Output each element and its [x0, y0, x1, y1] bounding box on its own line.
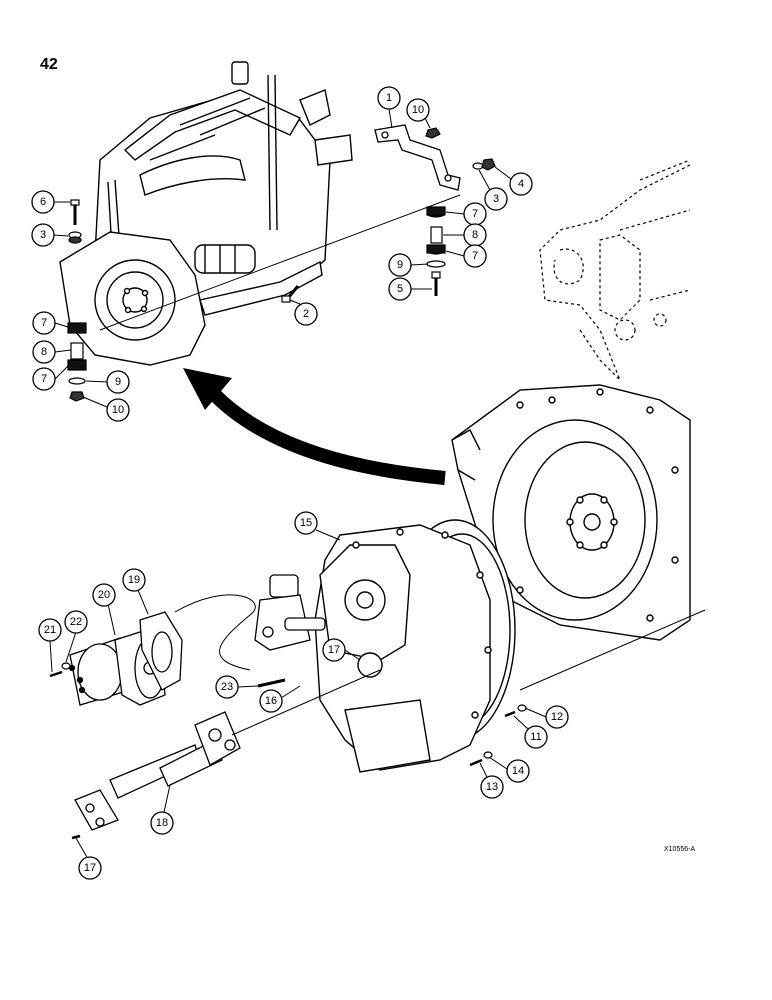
flywheel-housing — [451, 384, 691, 641]
callout-13: 13 — [479, 762, 504, 799]
callout-8: 8 — [32, 340, 72, 364]
callout-9: 9 — [85, 370, 130, 394]
svg-text:16: 16 — [265, 695, 277, 707]
callout-10: 10 — [82, 396, 130, 422]
svg-text:17: 17 — [328, 644, 340, 656]
svg-text:9: 9 — [115, 376, 121, 388]
drive-shaft — [74, 711, 241, 831]
callout-23: 23 — [215, 675, 259, 699]
callout-7: 7 — [32, 311, 69, 335]
svg-text:15: 15 — [300, 517, 312, 529]
callout-20: 20 — [92, 583, 116, 636]
svg-text:10: 10 — [112, 404, 124, 416]
svg-text:21: 21 — [44, 624, 56, 636]
callout-10: 10 — [406, 98, 431, 129]
svg-text:7: 7 — [472, 208, 478, 220]
callout-5: 5 — [388, 277, 432, 301]
svg-text:4: 4 — [518, 178, 524, 190]
svg-text:6: 6 — [40, 196, 46, 208]
svg-text:12: 12 — [551, 711, 563, 723]
figure-reference: X10556-A — [664, 846, 696, 853]
callout-22: 22 — [64, 610, 88, 663]
callout-2: 2 — [289, 299, 318, 326]
svg-text:7: 7 — [41, 317, 47, 329]
callout-21: 21 — [38, 618, 62, 673]
background-engine-outline — [539, 159, 691, 381]
svg-text:20: 20 — [98, 589, 110, 601]
callout-11: 11 — [513, 715, 548, 749]
callout-17: 17 — [322, 638, 361, 662]
alignment-line — [99, 194, 461, 331]
svg-text:2: 2 — [303, 308, 309, 320]
svg-text:8: 8 — [41, 346, 47, 358]
callout-16: 16 — [259, 685, 301, 713]
svg-text:3: 3 — [493, 193, 499, 205]
svg-text:14: 14 — [512, 765, 524, 777]
callout-7: 7 — [445, 202, 487, 226]
filter-assembly — [254, 574, 326, 651]
callout-12: 12 — [524, 705, 569, 729]
svg-text:1: 1 — [386, 92, 392, 104]
callout-4: 4 — [494, 166, 533, 196]
svg-text:10: 10 — [412, 104, 424, 116]
engine-mount-bracket — [374, 124, 461, 191]
svg-text:8: 8 — [472, 229, 478, 241]
callout-1: 1 — [377, 86, 401, 129]
wiring-loop — [174, 594, 256, 671]
svg-text:13: 13 — [486, 781, 498, 793]
callout-19: 19 — [122, 568, 149, 615]
callout-3: 3 — [478, 169, 508, 211]
hardware-bolts — [49, 662, 527, 840]
callout-7: 7 — [445, 244, 487, 268]
svg-text:23: 23 — [221, 681, 233, 693]
direction-arrow-icon — [183, 368, 446, 485]
callout-8: 8 — [443, 223, 487, 247]
svg-text:3: 3 — [40, 229, 46, 241]
svg-text:9: 9 — [397, 259, 403, 271]
page-number: 42 — [40, 56, 58, 73]
callout-17: 17 — [75, 837, 102, 880]
svg-text:11: 11 — [530, 731, 541, 743]
svg-text:7: 7 — [472, 250, 478, 262]
callout-14: 14 — [488, 756, 530, 783]
svg-text:5: 5 — [397, 283, 403, 295]
svg-text:22: 22 — [70, 616, 82, 628]
callout-9: 9 — [388, 253, 429, 277]
engine-illustration — [59, 61, 353, 366]
pump-gasket — [139, 611, 183, 691]
transmission-housing — [314, 519, 516, 773]
svg-text:17: 17 — [84, 862, 96, 874]
shaft-alignment-line — [231, 609, 706, 736]
mount-hardware — [67, 127, 496, 402]
callout-18: 18 — [150, 784, 174, 835]
svg-text:18: 18 — [156, 817, 168, 829]
callouts: 1 10 4 3 7 8 7 9 5 6 3 2 7 8 7 9 10 15 1… — [31, 86, 569, 880]
svg-text:7: 7 — [41, 373, 47, 385]
callout-7: 7 — [32, 365, 69, 391]
callout-6: 6 — [31, 190, 70, 214]
callout-15: 15 — [294, 511, 341, 541]
callout-3: 3 — [31, 223, 69, 247]
svg-text:19: 19 — [128, 574, 140, 586]
hydraulic-pump — [68, 631, 166, 706]
